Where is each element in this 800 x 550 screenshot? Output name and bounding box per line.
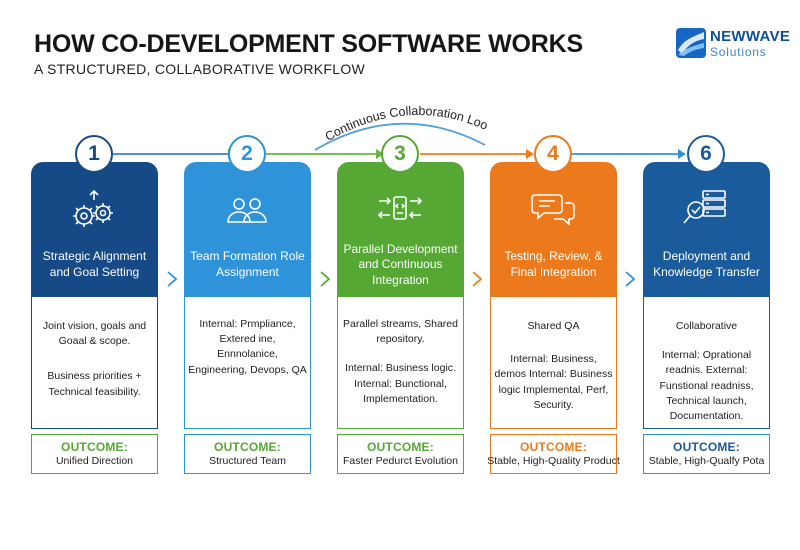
step-body-3-text-a: Parallel streams, Shared repository. — [343, 318, 458, 346]
step-card-2: Team Formation Role Assignment Internal:… — [184, 162, 311, 474]
arrowhead-top-3 — [526, 149, 534, 159]
outcome-value-3: Faster Pedurct Evolution — [343, 455, 458, 468]
loop-arc-line — [314, 122, 486, 151]
arrow-mid-2 — [320, 271, 331, 287]
outcome-box-1: OUTCOME: Unified Direction — [31, 434, 158, 474]
step-title-2: Team Formation Role Assignment — [190, 249, 305, 279]
team-icon — [227, 198, 267, 223]
arrow-mid-4 — [625, 271, 636, 287]
step-header-4: Testing, Review, & Final Integration — [490, 162, 617, 297]
step-number-5: 6 — [687, 135, 725, 173]
step-body-4-text-b: Internal: Business, demos Internal: Busi… — [494, 353, 613, 411]
logo-name: NEWWAVE — [710, 28, 791, 45]
step-body-2-text-a: Internal: Prmpliance, Extered ine, Ennno… — [188, 318, 307, 376]
outcome-value-4: Stable, High-Quality Product — [487, 455, 620, 468]
step-body-3-text-b: Internal: Business logic. Internal: Bunc… — [345, 362, 456, 405]
arrow-mid-1 — [167, 271, 178, 287]
outcome-box-2: OUTCOME: Structured Team — [184, 434, 311, 474]
arrowhead-top-2 — [376, 149, 384, 159]
step-body-3: Parallel streams, Shared repository. Int… — [337, 297, 464, 429]
step-number-3: 3 — [381, 135, 419, 173]
step-body-1-text-a: Joint vision, goals and Goaal & scope. — [42, 320, 147, 348]
outcome-label-5: OUTCOME: — [673, 439, 740, 454]
step-header-2: Team Formation Role Assignment — [184, 162, 311, 297]
gears-icon — [73, 189, 113, 227]
step-number-4: 4 — [534, 135, 572, 173]
outcome-value-2: Structured Team — [209, 455, 286, 468]
step-number-2: 2 — [228, 135, 266, 173]
step-card-3: Parallel Development and Continuous Inte… — [337, 162, 464, 474]
outcome-value-5: Stable, High-Qualfy Pota — [648, 455, 765, 468]
outcome-box-5: OUTCOME: Stable, High-Qualfy Pota — [643, 434, 770, 474]
step-header-3: Parallel Development and Continuous Inte… — [337, 162, 464, 297]
page-subtitle: A STRUCTURED, COLLABORATIVE WORKFLOW — [34, 61, 366, 77]
step-card-4: Testing, Review, & Final Integration Sha… — [487, 162, 620, 474]
step-body-5-text-b: Internal: Oprational readnis. External: … — [659, 349, 754, 423]
step-number-1: 1 — [75, 135, 113, 173]
outcome-label-3: OUTCOME: — [367, 439, 434, 454]
arrow-mid-3 — [472, 271, 483, 287]
outcome-label-1: OUTCOME: — [61, 439, 128, 454]
outcome-box-3: OUTCOME: Faster Pedurct Evolution — [337, 434, 464, 474]
step-body-5: Collaborative Internal: Oprational readn… — [643, 297, 770, 429]
step-body-4-text-a: Shared QA — [527, 320, 580, 332]
step-body-1-text-b: Business priorities + Technical feasibil… — [47, 370, 142, 398]
arrowhead-top-4 — [678, 149, 686, 159]
outcome-label-4: OUTCOME: — [520, 439, 587, 454]
step-card-5: Deployment and Knowledge Transfer Collab… — [643, 162, 770, 474]
logo-tagline: Solutions — [710, 45, 767, 59]
page-title: HOW CO-DEVELOPMENT SOFTWARE WORKS — [34, 30, 583, 58]
outcome-value-1: Unified Direction — [55, 455, 134, 468]
outcome-label-2: OUTCOME: — [214, 439, 281, 454]
step-title-5: Deployment and Knowledge Transfer — [653, 249, 760, 279]
step-title-3: Parallel Development and Continuous Inte… — [343, 241, 458, 287]
company-logo: NEWWAVE Solutions — [676, 28, 794, 62]
step-body-4: Shared QA Internal: Business, demos Inte… — [490, 297, 617, 429]
step-body-1: Joint vision, goals and Goaal & scope. B… — [31, 297, 158, 429]
outcome-box-4: OUTCOME: Stable, High-Quality Product — [487, 434, 620, 474]
step-title-4: Testing, Review, & Final Integration — [504, 249, 603, 279]
step-header-5: Deployment and Knowledge Transfer — [643, 162, 770, 297]
step-body-5-text-a: Collaborative — [675, 320, 738, 332]
server-search-icon — [683, 190, 726, 224]
chat-icon — [531, 194, 575, 226]
step-title-1: Strategic Alignment and Goal Setting — [42, 249, 147, 279]
code-device-icon — [377, 196, 423, 220]
step-body-2: Internal: Prmpliance, Extered ine, Ennno… — [184, 297, 311, 429]
wave-logo-icon — [676, 28, 706, 58]
step-header-1: Strategic Alignment and Goal Setting — [31, 162, 158, 297]
step-card-1: Strategic Alignment and Goal Setting Joi… — [31, 162, 158, 474]
